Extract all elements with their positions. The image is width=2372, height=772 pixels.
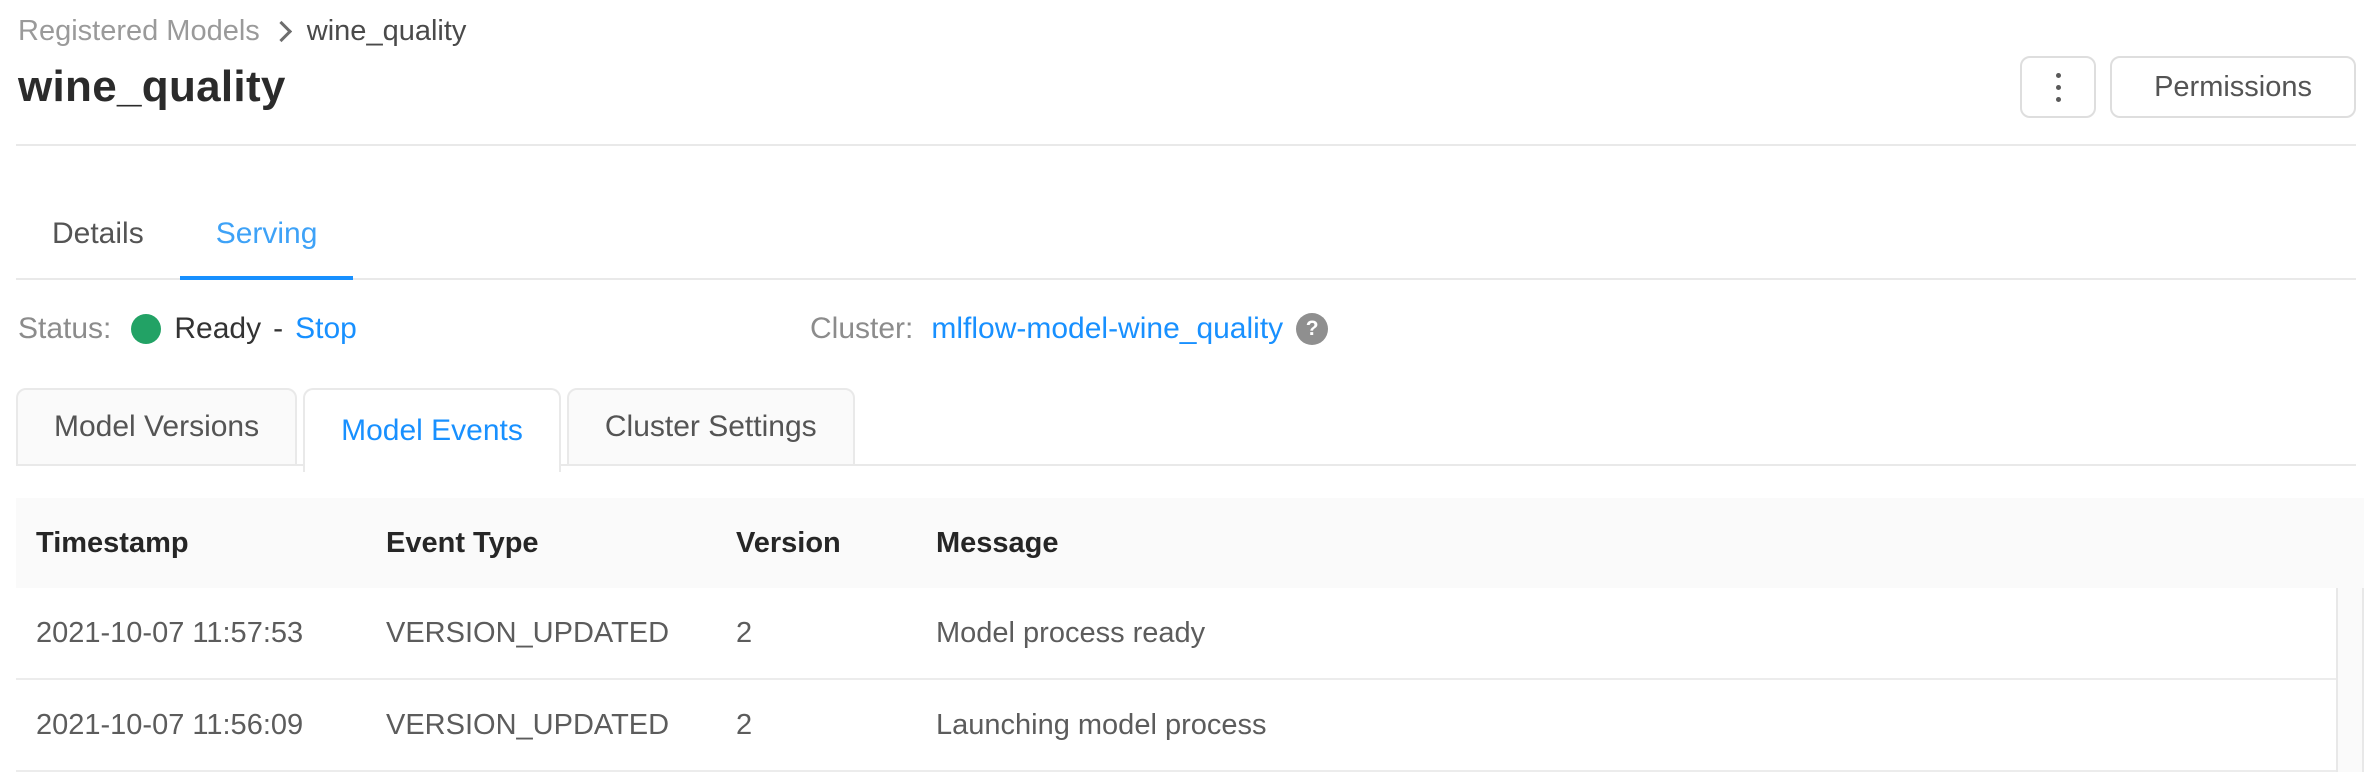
header-actions: Permissions xyxy=(2020,56,2356,118)
tab-details[interactable]: Details xyxy=(52,217,144,250)
cell-timestamp: 2021-10-07 11:57:53 xyxy=(36,616,304,649)
cluster-link[interactable]: mlflow-model-wine_quality xyxy=(931,312,1284,345)
tab-cluster-settings[interactable]: Cluster Settings xyxy=(566,388,855,466)
breadcrumb: Registered Models wine_quality xyxy=(0,0,2372,48)
cell-version: 2 xyxy=(736,616,753,649)
cell-message: Launching model process xyxy=(936,708,1267,741)
cell-event-type: VERSION_UPDATED xyxy=(386,616,670,649)
status-separator: - xyxy=(273,312,284,345)
breadcrumb-current: wine_quality xyxy=(306,15,467,47)
cell-version: 2 xyxy=(736,708,753,741)
header-divider xyxy=(16,144,2356,146)
cluster-info: Cluster: mlflow-model-wine_quality ? xyxy=(810,308,1329,350)
table-body: 2021-10-07 11:57:53 VERSION_UPDATED 2 Mo… xyxy=(16,588,2364,772)
page-title: wine_quality xyxy=(18,62,286,111)
status-label: Status: xyxy=(18,312,112,345)
cluster-label: Cluster: xyxy=(810,312,914,345)
cell-message: Model process ready xyxy=(936,616,1206,649)
page-header: wine_quality Permissions xyxy=(0,48,2372,118)
table-scrollbar-track[interactable] xyxy=(2336,588,2364,772)
column-header-message: Message xyxy=(936,526,1059,559)
kebab-icon xyxy=(2055,72,2061,78)
permissions-button[interactable]: Permissions xyxy=(2110,56,2356,118)
main-tab-bar: Details Serving xyxy=(16,146,2356,280)
serving-sub-tab-bar: Model Versions Model Events Cluster Sett… xyxy=(16,388,2356,472)
breadcrumb-registered-models-link[interactable]: Registered Models xyxy=(18,15,260,47)
column-header-timestamp: Timestamp xyxy=(36,526,189,559)
kebab-icon xyxy=(2055,84,2061,90)
stop-serving-link[interactable]: Stop xyxy=(295,312,357,345)
ready-status-dot-icon xyxy=(131,314,162,344)
more-actions-button[interactable] xyxy=(2020,56,2097,118)
tab-serving[interactable]: Serving xyxy=(179,146,354,280)
kebab-icon xyxy=(2055,96,2061,102)
cell-timestamp: 2021-10-07 11:56:09 xyxy=(36,708,304,741)
table-rows: 2021-10-07 11:57:53 VERSION_UPDATED 2 Mo… xyxy=(16,588,2336,772)
table-row: 2021-10-07 11:56:09 VERSION_UPDATED 2 La… xyxy=(16,680,2336,772)
status-value: Ready xyxy=(174,312,262,345)
column-header-version: Version xyxy=(736,526,841,559)
status-bar: Status: Ready - Stop Cluster: mlflow-mod… xyxy=(0,308,2372,350)
cell-event-type: VERSION_UPDATED xyxy=(386,708,670,741)
chevron-right-icon xyxy=(270,20,292,42)
model-events-table: Timestamp Event Type Version Message 202… xyxy=(16,498,2364,772)
help-question-icon[interactable]: ? xyxy=(1296,313,1329,345)
table-row: 2021-10-07 11:57:53 VERSION_UPDATED 2 Mo… xyxy=(16,588,2336,680)
tab-model-versions[interactable]: Model Versions xyxy=(16,388,298,466)
tab-model-events[interactable]: Model Events xyxy=(303,388,561,472)
column-header-event-type: Event Type xyxy=(386,526,539,559)
table-header-row: Timestamp Event Type Version Message xyxy=(16,498,2364,588)
